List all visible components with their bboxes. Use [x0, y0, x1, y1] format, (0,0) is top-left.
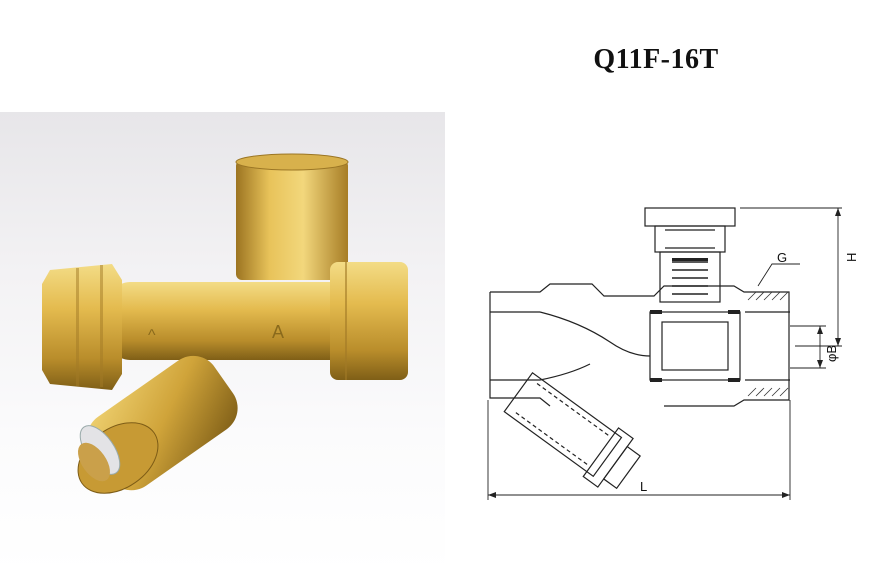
valve-left-hex-nut: [42, 264, 122, 390]
technical-drawing: L G H φB: [487, 207, 859, 500]
product-photo: ^ A: [0, 112, 445, 573]
leader-line-g: [757, 263, 800, 287]
drawing-valve-seat: [649, 311, 741, 381]
valve-main-body: [110, 282, 360, 360]
label-b: φB: [824, 345, 839, 362]
valve-top-stem: [236, 160, 348, 280]
label-l: L: [640, 479, 647, 494]
svg-text:A: A: [272, 322, 284, 342]
valve-photo-illustration: ^ A: [42, 153, 408, 494]
valve-right-end: [330, 262, 408, 380]
drawing-top-cap: [644, 207, 736, 227]
label-g: G: [777, 250, 787, 265]
drawing-main-body: [489, 283, 790, 407]
drawing-strainer-screen: [503, 371, 623, 478]
label-h: H: [844, 253, 859, 262]
model-title: Q11F-16T: [593, 44, 719, 75]
svg-text:^: ^: [148, 327, 156, 344]
